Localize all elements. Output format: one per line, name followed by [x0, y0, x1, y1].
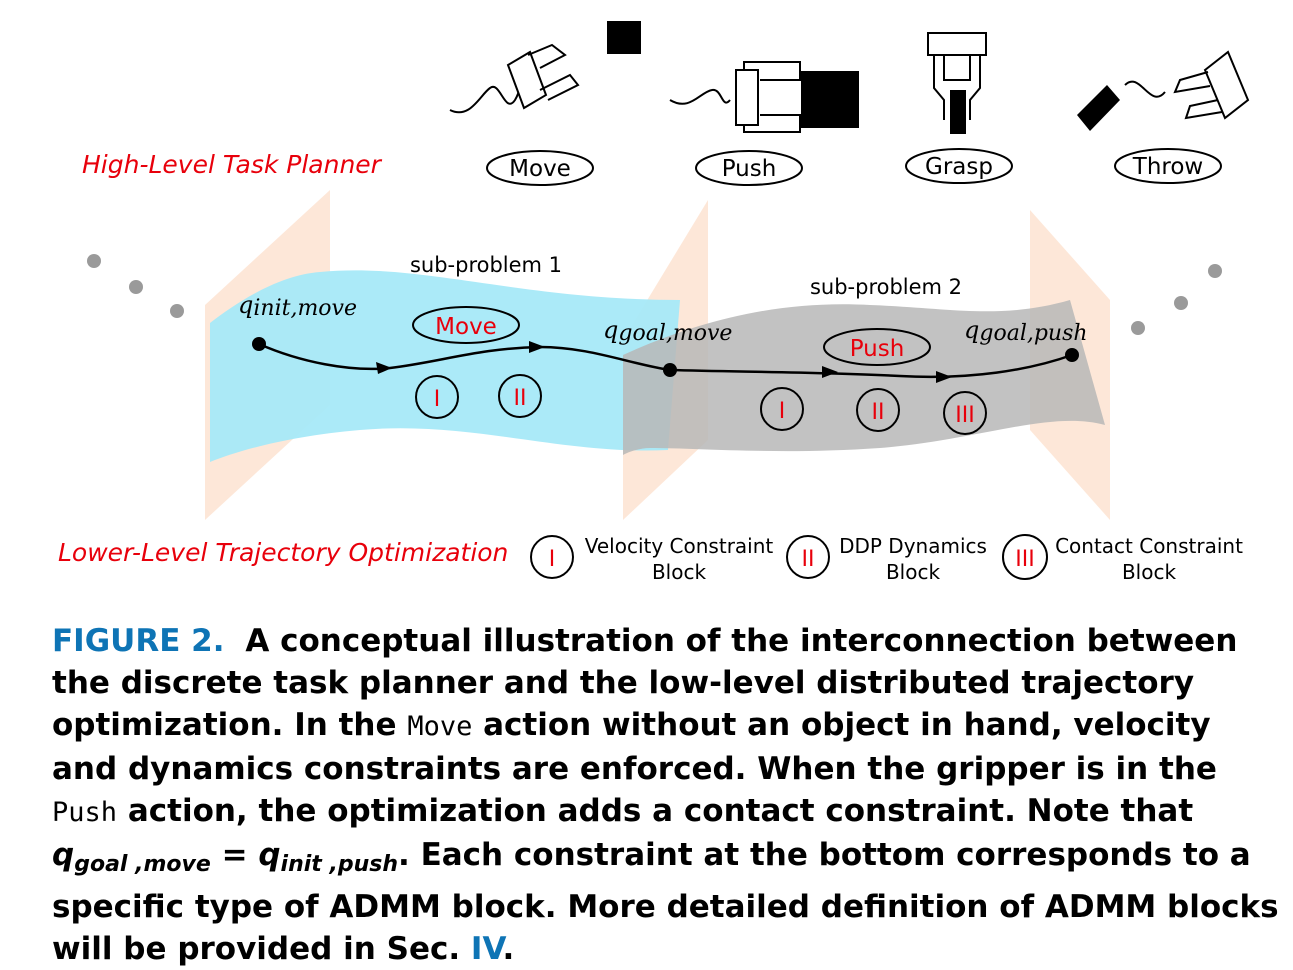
subproblem-1-block-I: I	[415, 375, 459, 419]
push-action-label: Push	[850, 336, 905, 362]
legend-contact-constraint: III Contact Constraint Block	[1002, 534, 1243, 584]
figure-caption: FIGURE 2. A conceptual illustration of t…	[52, 623, 1279, 967]
grasp-gripper-icon	[927, 32, 987, 120]
svg-text:Block: Block	[652, 560, 707, 584]
caption-text-1: A conceptual illustration of the interco…	[52, 623, 1238, 743]
svg-text:Block: Block	[886, 560, 941, 584]
svg-text:Grasp: Grasp	[925, 154, 993, 180]
waypoint-goal-push	[1065, 348, 1079, 362]
move-object-icon	[607, 21, 641, 54]
waypoint-goal-move	[663, 363, 677, 377]
subproblem-1-block-II: II	[498, 374, 542, 418]
move-action-ellipse	[412, 306, 520, 344]
caption-text-2: action without an object in hand, veloci…	[52, 707, 1217, 787]
caption-code-push: Push	[52, 797, 118, 828]
action-move: Move	[486, 150, 594, 186]
action-push: Push	[695, 150, 803, 186]
caption-text-3: action, the optimization adds a contact …	[127, 793, 1194, 829]
svg-text:II: II	[802, 547, 815, 572]
svg-text:III: III	[1015, 547, 1034, 572]
push-action-ellipse	[823, 328, 931, 366]
optimizer-label: Lower-Level Trajectory Optimization	[58, 538, 508, 567]
subproblem-2-block-III: III	[943, 391, 987, 435]
q-goal-push-label: qgoal,push	[964, 316, 1088, 346]
planner-label: High-Level Task Planner	[82, 150, 383, 179]
legend-ddp-dynamics: II DDP Dynamics Block	[786, 534, 987, 584]
move-gripper-icon	[449, 43, 580, 114]
subproblem-2-block-I: I	[760, 387, 804, 431]
svg-text:I: I	[434, 387, 441, 412]
svg-text:II: II	[872, 400, 885, 425]
trajectory-arrowheads	[376, 341, 952, 383]
caption-code-move: Move	[407, 711, 473, 742]
section-reference-link[interactable]: IV	[470, 931, 503, 967]
caption-math: qgoal ,move = qinit ,push	[52, 837, 398, 877]
q-goal-move-label: qgoal,move	[603, 316, 732, 346]
figure-illustration: High-Level Task Planner Lower-Level Traj…	[58, 21, 1250, 584]
subproblem-2-block-II: II	[856, 388, 900, 432]
subproblem-1-title: sub-problem 1	[410, 253, 562, 277]
subproblem-2-title: sub-problem 2	[810, 275, 962, 299]
svg-text:DDP Dynamics: DDP Dynamics	[839, 534, 987, 558]
svg-text:Block: Block	[1122, 560, 1177, 584]
svg-text:I: I	[549, 547, 556, 572]
move-action-label: Move	[435, 314, 497, 340]
subproblem-1-surface	[210, 270, 680, 462]
action-throw: Throw	[1114, 148, 1222, 184]
throw-gripper-icon	[1124, 50, 1250, 120]
push-gripper-icon	[669, 61, 801, 133]
svg-text:Contact Constraint: Contact Constraint	[1055, 534, 1243, 558]
continuation-dots-right	[1131, 264, 1222, 335]
legend-velocity-constraint: I Velocity Constraint Block	[530, 534, 774, 584]
grasp-object-icon	[950, 90, 966, 134]
q-init-move-label: qinit,move	[238, 291, 357, 321]
figure-number: FIGURE 2.	[52, 623, 225, 659]
waypoint-init-move	[252, 337, 266, 351]
push-object-icon	[801, 71, 859, 128]
throw-object-icon	[1077, 85, 1120, 131]
svg-text:Velocity Constraint: Velocity Constraint	[585, 534, 774, 558]
svg-text:III: III	[955, 403, 974, 428]
svg-text:II: II	[514, 386, 527, 411]
action-grasp: Grasp	[905, 148, 1013, 184]
continuation-dots-left	[87, 254, 184, 318]
subproblem-2-surface	[623, 300, 1105, 455]
svg-text:Push: Push	[722, 156, 777, 182]
svg-text:I: I	[779, 399, 786, 424]
svg-text:Move: Move	[509, 156, 571, 182]
svg-text:Throw: Throw	[1132, 154, 1203, 180]
